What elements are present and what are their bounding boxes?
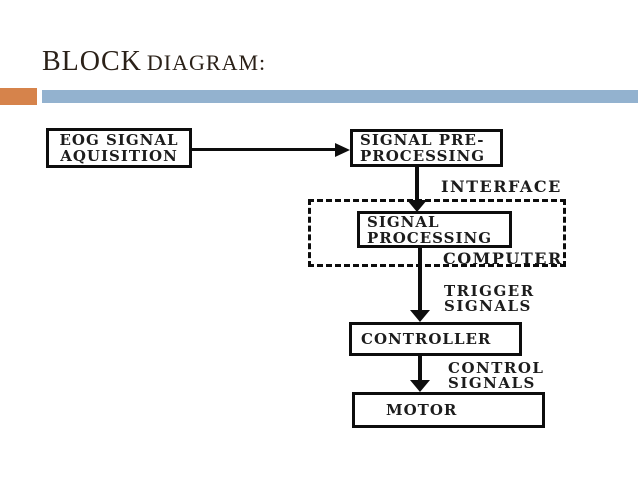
box-controller-line1: CONTROLLER xyxy=(361,330,492,348)
page-title-word-diagram: DIAGRAM: xyxy=(146,50,267,75)
box-signal-preprocessing: SIGNAL PRE- PROCESSING xyxy=(350,129,503,167)
box-motor: MOTOR xyxy=(352,392,545,428)
box-preprocessing-line1: SIGNAL PRE- xyxy=(360,131,485,149)
divider-accent-blue xyxy=(42,90,638,103)
computer-boundary-dashed-box xyxy=(308,199,566,267)
box-controller: CONTROLLER xyxy=(349,322,522,356)
label-control-line2: SIGNALS xyxy=(448,374,536,392)
label-computer: COMPUTER xyxy=(443,249,563,268)
arrow-controller-to-motor-head xyxy=(410,380,430,392)
arrow-preprocessing-to-processing-line xyxy=(415,167,419,203)
label-control-line1: CONTROL xyxy=(448,359,545,377)
box-preprocessing-line2: PROCESSING xyxy=(360,147,486,165)
arrow-preprocessing-to-processing-head xyxy=(407,200,427,212)
label-trigger-line2: SIGNALS xyxy=(444,297,532,315)
arrow-processing-to-controller-line xyxy=(418,248,422,313)
arrow-eog-to-preprocessing-line xyxy=(192,148,336,151)
box-processing-line1: SIGNAL xyxy=(367,212,440,231)
arrow-processing-to-controller-head xyxy=(410,310,430,322)
label-interface: INTERFACE xyxy=(441,177,562,196)
page-title-word-block: BLOCK xyxy=(42,46,142,77)
label-trigger-signals: TRIGGER SIGNALS xyxy=(444,284,535,314)
box-eog-line1: EOG SIGNAL xyxy=(59,131,179,149)
box-eog-signal-acquisition: EOG SIGNAL AQUISITION xyxy=(46,128,192,168)
box-motor-line1: MOTOR xyxy=(386,401,458,419)
arrow-controller-to-motor-line xyxy=(418,356,422,382)
box-eog-line2: AQUISITION xyxy=(60,147,178,165)
divider-accent-orange xyxy=(0,88,37,105)
label-trigger-line1: TRIGGER xyxy=(444,282,535,300)
box-signal-processing: SIGNAL PROCESSING xyxy=(357,211,512,248)
label-control-signals: CONTROL SIGNALS xyxy=(448,361,544,391)
box-processing-line2: PROCESSING xyxy=(367,228,493,247)
arrow-eog-to-preprocessing-head xyxy=(335,143,350,157)
